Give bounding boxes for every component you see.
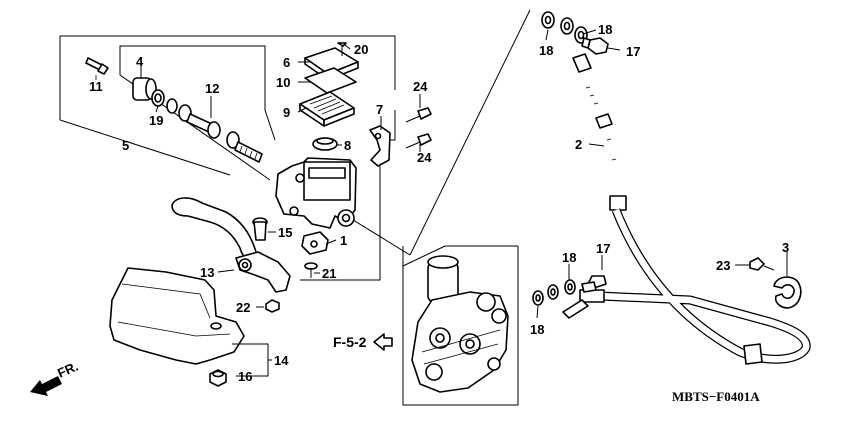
- master-cylinder-body: [275, 157, 357, 229]
- callout-labels: 1 2 3 4 5 6 7 8 9 10 11 12 13 14 15 16 1…: [89, 22, 789, 384]
- screw-21: [304, 262, 318, 278]
- callout-5: 5: [122, 138, 129, 153]
- callout-22: 22: [236, 300, 250, 315]
- callout-8: 8: [344, 138, 351, 153]
- callout-24-lower: 24: [417, 150, 432, 165]
- knuckle-guard-14: [109, 267, 245, 365]
- front-direction-arrow-icon: [30, 376, 62, 396]
- callout-10: 10: [276, 75, 290, 90]
- callout-18-top-right: 18: [598, 22, 612, 37]
- boot-4: [132, 77, 157, 101]
- diaphragm-9: [299, 91, 355, 127]
- float-8: [312, 137, 338, 151]
- reservoir-cap-6: [304, 47, 359, 81]
- washer-18-lower-c: [564, 279, 576, 295]
- leader-lines: [140, 29, 788, 377]
- callout-19: 19: [149, 113, 163, 128]
- reference-arrow: [373, 333, 393, 351]
- callout-13: 13: [200, 265, 214, 280]
- connector-lines: [344, 9, 531, 256]
- bolt-23: [749, 257, 775, 271]
- callout-21: 21: [322, 266, 336, 281]
- callout-20: 20: [354, 42, 368, 57]
- plate-10: [304, 67, 357, 94]
- holder-7: [369, 125, 391, 167]
- bolt-24-upper: [405, 107, 432, 123]
- piston-kit-outline: [119, 45, 276, 181]
- callout-24-upper: 24: [413, 79, 428, 94]
- callout-7: 7: [376, 102, 383, 117]
- callout-3: 3: [782, 240, 789, 255]
- brake-hose-2: [545, 18, 627, 211]
- callout-1: 1: [340, 233, 347, 248]
- oil-bolt-17-lower: [581, 275, 607, 293]
- bolt-11: [85, 57, 109, 75]
- brake-lever-13: [171, 197, 291, 293]
- caliper-detail-box: [402, 245, 519, 406]
- screw-16: [209, 369, 227, 387]
- brake-caliper: [411, 255, 509, 393]
- washer-18-top-a: [541, 11, 555, 29]
- callout-15: 15: [278, 225, 292, 240]
- switch-1: [301, 231, 329, 255]
- callout-14: 14: [274, 353, 289, 368]
- direction-label: FR.: [55, 359, 80, 381]
- reference-label: F-5-2: [333, 334, 367, 350]
- callout-11: 11: [89, 79, 103, 94]
- washer-18-top-b: [560, 17, 574, 35]
- oil-bolt-17-top: [581, 37, 609, 55]
- callout-6: 6: [283, 55, 290, 70]
- callout-17-lower: 17: [596, 241, 610, 256]
- callout-18-top-left: 18: [539, 43, 553, 58]
- hose-clamp-3: [773, 276, 802, 309]
- pivot-bolt-15: [252, 217, 268, 241]
- callout-2: 2: [575, 137, 582, 152]
- washer-18-lower-b: [547, 284, 559, 300]
- callout-12: 12: [205, 81, 219, 96]
- document-code: MBTS−F0401A: [672, 389, 760, 404]
- nut-22: [265, 299, 280, 313]
- circlip-19: [151, 89, 165, 107]
- bolt-24-lower: [405, 133, 432, 149]
- piston-kit-12: [166, 98, 263, 163]
- callout-9: 9: [283, 105, 290, 120]
- callout-4: 4: [136, 54, 144, 69]
- callout-18-lower-bottom: 18: [530, 322, 544, 337]
- brake-hose-lower: [562, 208, 811, 365]
- callout-23: 23: [716, 258, 730, 273]
- washer-18-lower-a: [532, 290, 544, 306]
- callout-18-lower-top: 18: [562, 250, 576, 265]
- callout-16: 16: [238, 369, 252, 384]
- callout-17-top: 17: [626, 44, 640, 59]
